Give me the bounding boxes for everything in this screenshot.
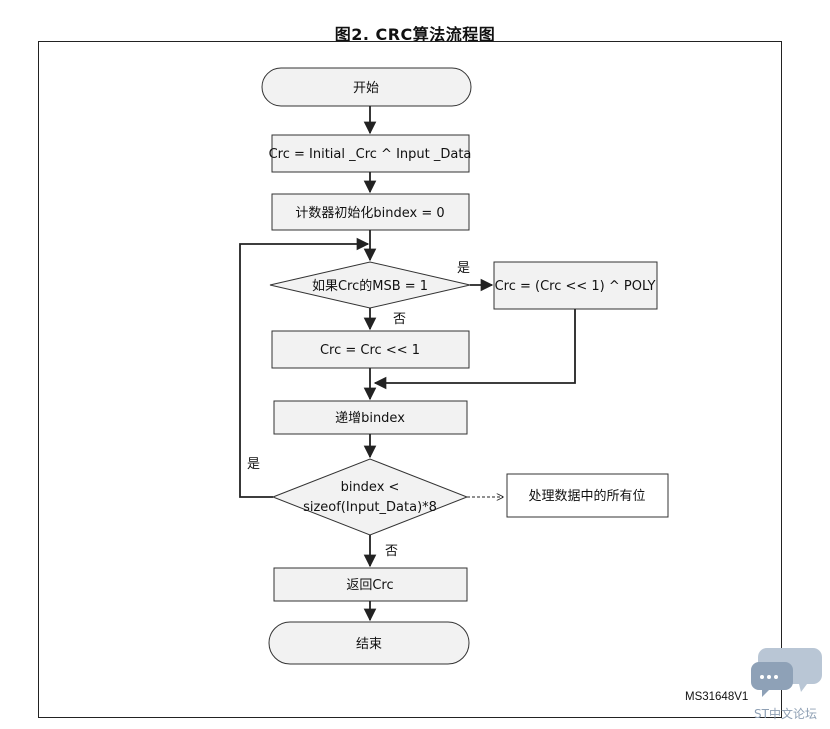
- init-counter-node: 计数器初始化bindex = 0: [271, 193, 470, 231]
- shift-node: Crc = Crc << 1: [271, 330, 470, 369]
- xor-poly-node: Crc = (Crc << 1) ^ POLY: [493, 261, 658, 310]
- process-bits-node: 处理数据中的所有位: [506, 473, 669, 518]
- forum-logo: [751, 648, 822, 697]
- loop-decision-label-1: bindex <: [341, 480, 400, 495]
- arrow-loop-back: [239, 237, 370, 498]
- xor-poly-label: Crc = (Crc << 1) ^ POLY: [495, 279, 656, 294]
- increment-node: 递增bindex: [273, 400, 468, 435]
- connectors: [239, 106, 576, 622]
- loop-no-label: 否: [385, 544, 398, 559]
- loop-yes-label: 是: [247, 457, 260, 472]
- init-crc-node: Crc = Initial _Crc ^ Input _Data: [269, 134, 472, 173]
- figure-title: 图2. CRC算法流程图: [334, 25, 496, 44]
- watermark-text: ST中文论坛: [754, 706, 817, 721]
- msb-decision-label: 如果Crc的MSB = 1: [312, 278, 428, 294]
- return-node: 返回Crc: [273, 567, 468, 602]
- return-label: 返回Crc: [346, 578, 393, 593]
- loop-decision-label-2: sizeof(Input_Data)*8: [303, 500, 437, 515]
- start-label: 开始: [353, 81, 379, 96]
- figure-frame: [38, 41, 782, 718]
- process-bits-label: 处理数据中的所有位: [528, 488, 645, 504]
- figure-id: MS31648V1: [685, 691, 748, 703]
- msb-yes-label: 是: [457, 261, 470, 276]
- init-counter-label: 计数器初始化bindex = 0: [295, 206, 444, 221]
- loop-decision-node: bindex < sizeof(Input_Data)*8: [271, 458, 469, 536]
- end-label: 结束: [356, 637, 382, 652]
- arrow-xor-merge: [373, 309, 576, 390]
- msb-no-label: 否: [393, 312, 406, 327]
- shift-label: Crc = Crc << 1: [320, 343, 420, 358]
- init-crc-label: Crc = Initial _Crc ^ Input _Data: [269, 147, 472, 162]
- msb-decision-node: 如果Crc的MSB = 1: [269, 261, 471, 309]
- increment-label: 递增bindex: [335, 411, 405, 426]
- start-node: 开始: [261, 67, 472, 107]
- end-node: 结束: [268, 621, 470, 665]
